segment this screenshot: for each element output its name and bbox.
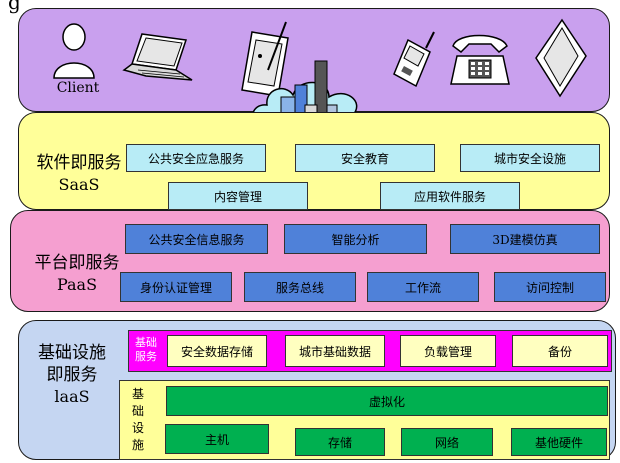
paas-service-bus-box: 服务总线 [244, 272, 356, 302]
paas-title-cn: 平台即服务 [34, 253, 120, 273]
infra-label-char-4: 施 [131, 438, 144, 452]
infra-label-char-2: 础 [131, 404, 144, 418]
desk-phone-icon [447, 26, 513, 90]
saas-application-software-box: 应用软件服务 [380, 182, 520, 210]
virtualization-box: 虚拟化 [166, 386, 608, 416]
infrastructure-label: 基 础 设 施 [128, 386, 148, 454]
hardware-host-box: 主机 [165, 424, 269, 454]
hardware-network-box: 网络 [401, 428, 493, 456]
tablet-pen-icon [238, 20, 296, 100]
iaas-title-cn1: 基础设施 [38, 343, 106, 363]
paas-access-control-box: 访问控制 [494, 272, 606, 302]
laptop-icon [120, 30, 200, 88]
iaas-title-en: laaS [54, 387, 90, 406]
paas-title: 平台即服务 PaaS [22, 252, 132, 296]
paas-public-info-box: 公共安全信息服务 [125, 224, 268, 254]
service-city-data-box: 城市基础数据 [285, 335, 385, 367]
hardware-other-box: 基他硬件 [511, 428, 607, 456]
saas-title-cn: 软件即服务 [36, 153, 122, 173]
pda-icon [532, 18, 588, 98]
top-text-fragment: g [8, 0, 21, 14]
infra-label-char-1: 基 [131, 387, 144, 401]
paas-3d-modeling-box: 3D建模仿真 [450, 224, 600, 254]
infra-label-char-3: 设 [131, 421, 144, 435]
paas-identity-auth-box: 身份认证管理 [120, 272, 232, 302]
paas-intelligent-analysis-box: 智能分析 [284, 224, 427, 254]
saas-content-management-box: 内容管理 [168, 182, 308, 210]
service-load-management-box: 负载管理 [400, 335, 496, 367]
iaas-title-cn2: 即服务 [46, 365, 98, 385]
service-backup-box: 备份 [512, 335, 608, 367]
mobile-phone-icon [390, 30, 440, 90]
paas-title-en: PaaS [56, 275, 98, 294]
hardware-storage-box: 存储 [295, 428, 385, 456]
client-label: Client [56, 80, 100, 96]
saas-title-en: SaaS [58, 175, 100, 194]
basic-services-label: 基础服务 [135, 336, 157, 363]
saas-city-facilities-box: 城市安全设施 [460, 144, 600, 172]
service-secure-storage-box: 安全数据存储 [167, 335, 267, 367]
iaas-title: 基础设施 即服务 laaS [22, 342, 122, 408]
paas-workflow-box: 工作流 [367, 272, 479, 302]
user-icon [50, 20, 98, 80]
saas-safety-education-box: 安全教育 [295, 144, 435, 172]
saas-title: 软件即服务 SaaS [24, 152, 134, 196]
saas-public-emergency-box: 公共安全应急服务 [126, 144, 266, 172]
